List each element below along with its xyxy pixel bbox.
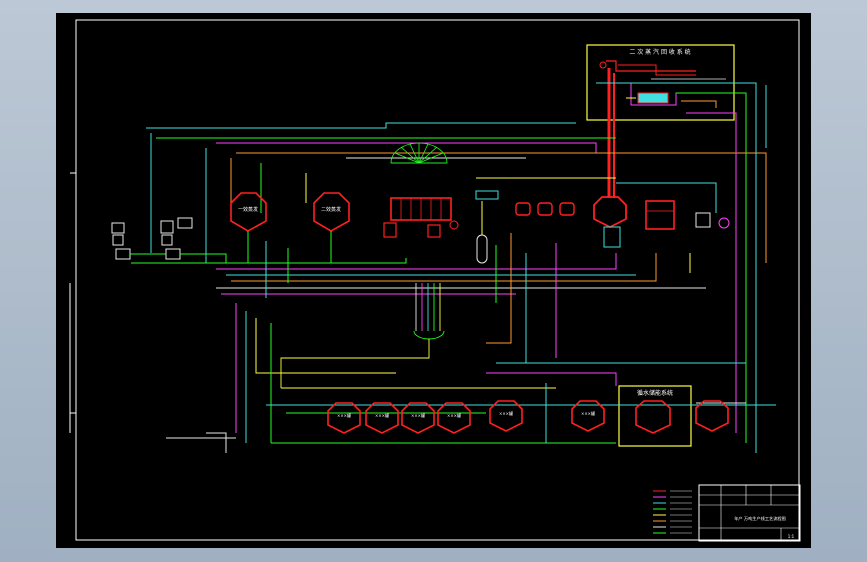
lower-tank-6-label: ×××罐 — [581, 410, 595, 416]
lower-tank-4-label: ×××罐 — [447, 412, 461, 418]
distributor-fan — [390, 142, 448, 164]
lower-piping — [166, 362, 776, 453]
vertical-column — [475, 190, 499, 264]
evaporator-1-label: 一效蒸发 — [238, 206, 258, 213]
lower-tank-2-label: ×××罐 — [375, 412, 389, 418]
end-equipment — [689, 212, 730, 273]
steam-recovery-piping — [599, 60, 726, 198]
drawing-scale: 1:1 — [788, 534, 795, 539]
lower-tank-1-label: ×××罐 — [337, 412, 351, 418]
drawing-border — [75, 19, 800, 541]
lower-tank-1: ×××罐 — [327, 402, 361, 434]
drawing-sheet: 二 次 蒸 汽 回 收 系 统 — [56, 13, 811, 548]
line-legend — [653, 490, 692, 534]
evaporator-1: 一效蒸发 — [230, 192, 267, 263]
steam-recovery-title: 二 次 蒸 汽 回 收 系 统 — [629, 48, 690, 56]
main-process-lines — [131, 233, 706, 443]
lower-tank-6: ×××罐 — [571, 400, 605, 432]
evaporator-2-label: 二效蒸发 — [321, 206, 341, 213]
water-storage-box — [618, 385, 692, 447]
tank-right — [695, 400, 729, 432]
storage-tank — [635, 400, 671, 434]
main-vessel — [593, 196, 627, 248]
lower-tank-4: ×××罐 — [437, 402, 471, 434]
lower-tank-3: ×××罐 — [401, 402, 435, 434]
multi-effect-unit — [383, 197, 459, 238]
drawing-title: 年产 万吨生产线工艺流程图 — [734, 515, 786, 522]
lower-tank-5-label: ×××罐 — [499, 410, 513, 416]
crystallizer-row — [515, 202, 575, 216]
lower-collector — [280, 283, 445, 388]
lower-tank-2: ×××罐 — [365, 402, 399, 434]
title-block: 年产 万吨生产线工艺流程图 1:1 — [698, 484, 801, 542]
separator-tank — [645, 200, 675, 230]
feed-pumps — [111, 217, 227, 263]
header-piping — [146, 82, 767, 453]
process-flow-diagram: 二 次 蒸 汽 回 收 系 统 — [69, 19, 801, 542]
lower-tank-5: ×××罐 — [489, 400, 523, 432]
evaporator-2: 二效蒸发 — [313, 192, 350, 263]
water-storage-title: 循水储能系统 — [637, 389, 673, 397]
lower-tank-3-label: ×××罐 — [411, 412, 425, 418]
